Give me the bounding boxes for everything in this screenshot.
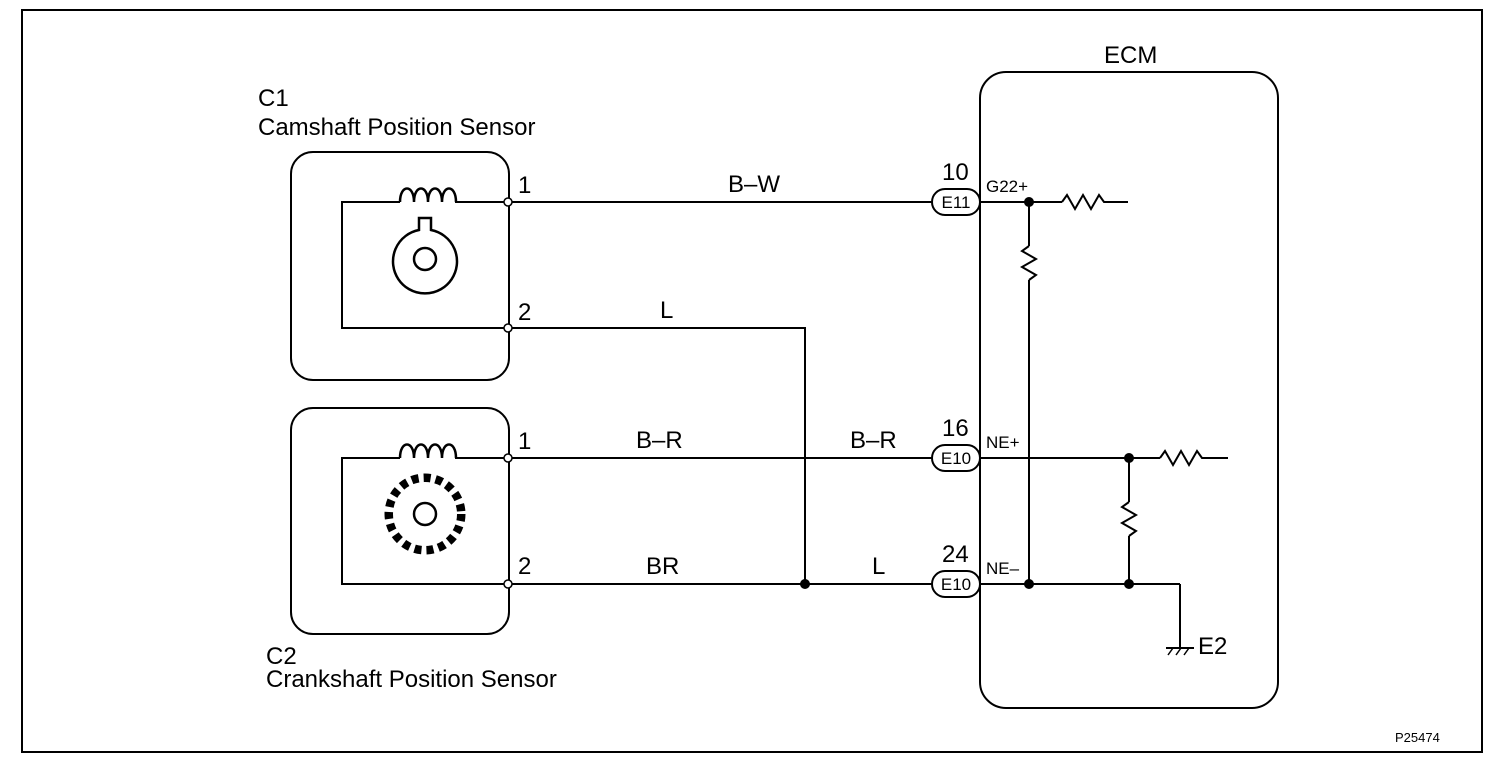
resistor-ne-plus-series <box>1159 448 1228 468</box>
wire-color-crank-pin2-right: L <box>872 553 885 580</box>
terminal-number-g22: 10 <box>942 159 969 186</box>
wire-color-cam-pin2: L <box>660 297 673 324</box>
connector-code-ne-minus: E10 <box>941 575 971 594</box>
ecm-title: ECM <box>1104 42 1157 69</box>
cam-coil-icon <box>398 187 458 203</box>
connector-code-g22: E11 <box>942 193 971 212</box>
wire-color-crank-pin1-right: B–R <box>850 427 897 454</box>
cam-rotor-icon <box>391 216 459 295</box>
resistor-g22-series <box>1061 192 1128 212</box>
junction-ne-minus-1 <box>1024 579 1034 589</box>
wire-color-cam-pin1: B–W <box>728 171 780 198</box>
figure-code: P25474 <box>1395 730 1440 745</box>
cam-pin1-label: 1 <box>518 172 531 199</box>
crank-sensor-name: Crankshaft Position Sensor <box>266 666 557 693</box>
crank-gear-inner <box>393 482 457 546</box>
terminal-number-ne-plus: 16 <box>942 415 969 442</box>
terminal-number-ne-minus: 24 <box>942 541 969 568</box>
resistor-g22-ne <box>1019 245 1039 281</box>
crank-gear-icon <box>384 473 466 555</box>
cam-pin2-terminal <box>503 323 513 333</box>
crank-gear-hub <box>412 501 438 527</box>
ecm-body <box>979 71 1279 709</box>
signal-ne-minus: NE– <box>986 559 1020 578</box>
connector-code-ne-plus: E10 <box>941 449 971 468</box>
ground-label: E2 <box>1198 633 1227 660</box>
wire-junction <box>800 579 810 589</box>
wiring: B–W L B–R B–R BR L <box>512 171 932 589</box>
ecm: ECM E11 E10 E10 10 16 24 G22+ NE+ NE– <box>931 42 1279 709</box>
cam-sensor-body <box>290 151 510 381</box>
crank-pin2-label: 2 <box>518 553 531 580</box>
crank-pin1-label: 1 <box>518 428 531 455</box>
junction-ne-minus-2 <box>1124 579 1134 589</box>
cam-sensor-inner-loop-left <box>341 201 506 329</box>
signal-ne-plus: NE+ <box>986 433 1020 452</box>
crank-pin1-terminal <box>503 453 513 463</box>
crank-pin2-terminal <box>503 579 513 589</box>
wire-cam-pin2 <box>512 327 806 584</box>
ground-icon <box>1166 647 1194 656</box>
wire-color-crank-pin2-left: BR <box>646 553 679 580</box>
crank-sensor-body <box>290 407 510 635</box>
wire-color-crank-pin1-left: B–R <box>636 427 683 454</box>
crankshaft-position-sensor: 1 2 C2 Crankshaft Position Sensor <box>266 407 557 693</box>
cam-sensor-code: C1 <box>258 85 289 112</box>
cam-pin1-terminal <box>503 197 513 207</box>
camshaft-position-sensor: C1 Camshaft Position Sensor 1 2 <box>258 85 535 381</box>
cam-pin2-label: 2 <box>518 299 531 326</box>
crank-sensor-code: C2 <box>266 643 297 670</box>
crank-sensor-inner-loop-left <box>341 457 506 585</box>
cam-rotor-hub <box>412 246 438 272</box>
crank-coil-icon <box>398 443 458 459</box>
signal-g22-plus: G22+ <box>986 177 1028 196</box>
resistor-ne-plus-ne-minus <box>1119 501 1139 537</box>
cam-sensor-name: Camshaft Position Sensor <box>258 114 535 141</box>
figure-frame <box>21 9 1483 753</box>
